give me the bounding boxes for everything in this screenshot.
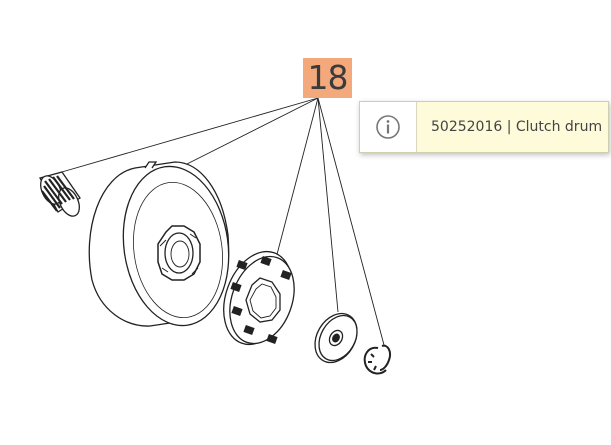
- clutch-drum[interactable]: [88, 160, 238, 333]
- rim-sprocket[interactable]: [212, 242, 306, 354]
- e-clip[interactable]: [363, 344, 392, 375]
- part-tooltip: 50252016 | Clutch drum: [359, 101, 609, 153]
- info-icon-container: [360, 102, 417, 152]
- leader-lines: [47, 97, 385, 346]
- callout-number-18[interactable]: 18: [303, 58, 352, 98]
- washer[interactable]: [307, 306, 366, 370]
- needle-bearing[interactable]: [37, 171, 84, 219]
- tooltip-text: 50252016 | Clutch drum: [431, 119, 603, 135]
- info-icon: [376, 115, 400, 139]
